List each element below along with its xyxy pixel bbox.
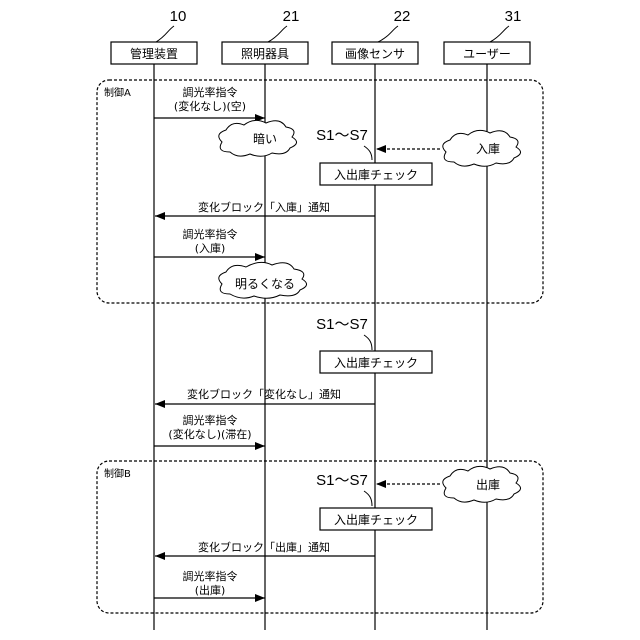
message-label: (変化なし)(滞在) <box>168 427 251 441</box>
message-label: 調光率指令 <box>183 227 238 241</box>
leader-line-10 <box>156 26 174 42</box>
participant-ref-22: 22 <box>394 8 411 25</box>
step-brace <box>364 335 372 350</box>
message-label: (出庫) <box>195 583 226 597</box>
leader-line-22 <box>378 26 398 42</box>
leader-line-31 <box>490 26 509 42</box>
message-label: 変化ブロック「出庫」通知 <box>198 540 330 554</box>
message-label: 調光率指令 <box>183 85 238 99</box>
step-brace <box>364 491 372 506</box>
participant-ref-31: 31 <box>505 8 522 25</box>
step-label: S1～S7 <box>316 127 368 144</box>
check-label: 入出庫チェック <box>334 513 418 527</box>
step-label: S1～S7 <box>316 472 368 489</box>
cloud-label: 明るくなる <box>235 277 295 291</box>
step-brace <box>364 146 372 160</box>
participant-label-sensor: 画像センサ <box>345 47 405 61</box>
group-label-b: 制御B <box>104 467 131 480</box>
message-label: (入庫) <box>195 241 226 255</box>
cloud-label: 暗い <box>253 131 277 146</box>
participant-ref-10: 10 <box>170 8 187 25</box>
cloud-label: 出庫 <box>476 478 500 492</box>
participant-label-lighting: 照明器具 <box>241 47 289 61</box>
message-label: 調光率指令 <box>183 413 238 427</box>
check-label: 入出庫チェック <box>334 356 418 370</box>
cloud-label: 入庫 <box>476 142 500 156</box>
participant-ref-21: 21 <box>283 8 300 25</box>
check-label: 入出庫チェック <box>334 168 418 182</box>
group-label-a: 制御A <box>104 86 131 99</box>
message-label: (変化なし)(空) <box>174 99 246 113</box>
step-label: S1～S7 <box>316 316 368 333</box>
participant-label-management: 管理装置 <box>130 46 178 61</box>
leader-line-21 <box>268 26 287 42</box>
message-label: 調光率指令 <box>183 569 238 583</box>
group-frame-a <box>97 80 543 303</box>
message-label: 変化ブロック「入庫」通知 <box>198 200 330 214</box>
message-label: 変化ブロック「変化なし」通知 <box>187 387 341 401</box>
participant-label-user: ユーザー <box>463 47 511 61</box>
